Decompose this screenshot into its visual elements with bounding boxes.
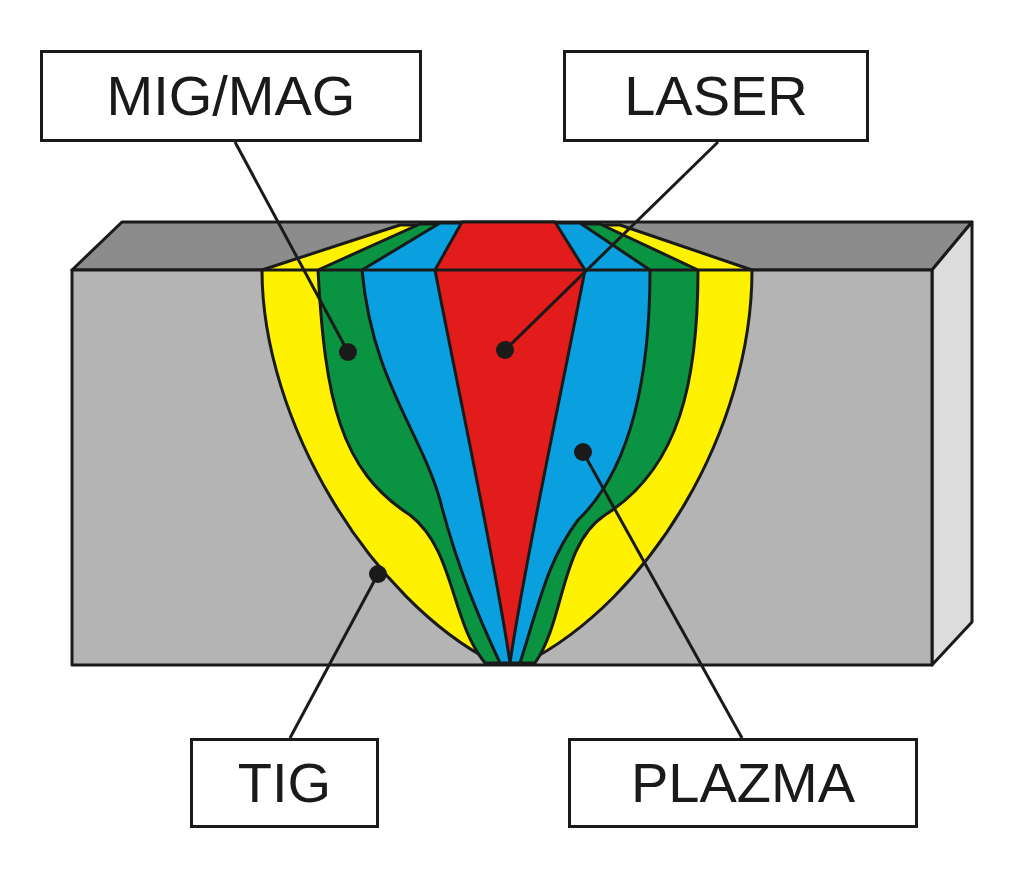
block-side bbox=[932, 222, 972, 665]
leader-line bbox=[505, 142, 718, 350]
label-box: MIG/MAG bbox=[40, 50, 422, 142]
label-text: PLAZMA bbox=[631, 755, 855, 811]
surface-line bbox=[262, 269, 752, 272]
leader-line bbox=[583, 452, 742, 738]
leader-line bbox=[235, 142, 348, 352]
label-text: LASER bbox=[624, 68, 808, 124]
callout-dot bbox=[574, 443, 592, 461]
label-box: LASER bbox=[563, 50, 869, 142]
callout-dot bbox=[369, 565, 387, 583]
laser-zone bbox=[435, 222, 585, 663]
label-text: TIG bbox=[238, 755, 331, 811]
leader-line bbox=[290, 574, 378, 738]
label-box: PLAZMA bbox=[568, 738, 918, 828]
plasma-zone bbox=[362, 223, 650, 663]
callout-dot bbox=[496, 341, 514, 359]
label-text: MIG/MAG bbox=[107, 68, 356, 124]
callout-dot bbox=[339, 343, 357, 361]
label-box: TIG bbox=[190, 738, 379, 828]
